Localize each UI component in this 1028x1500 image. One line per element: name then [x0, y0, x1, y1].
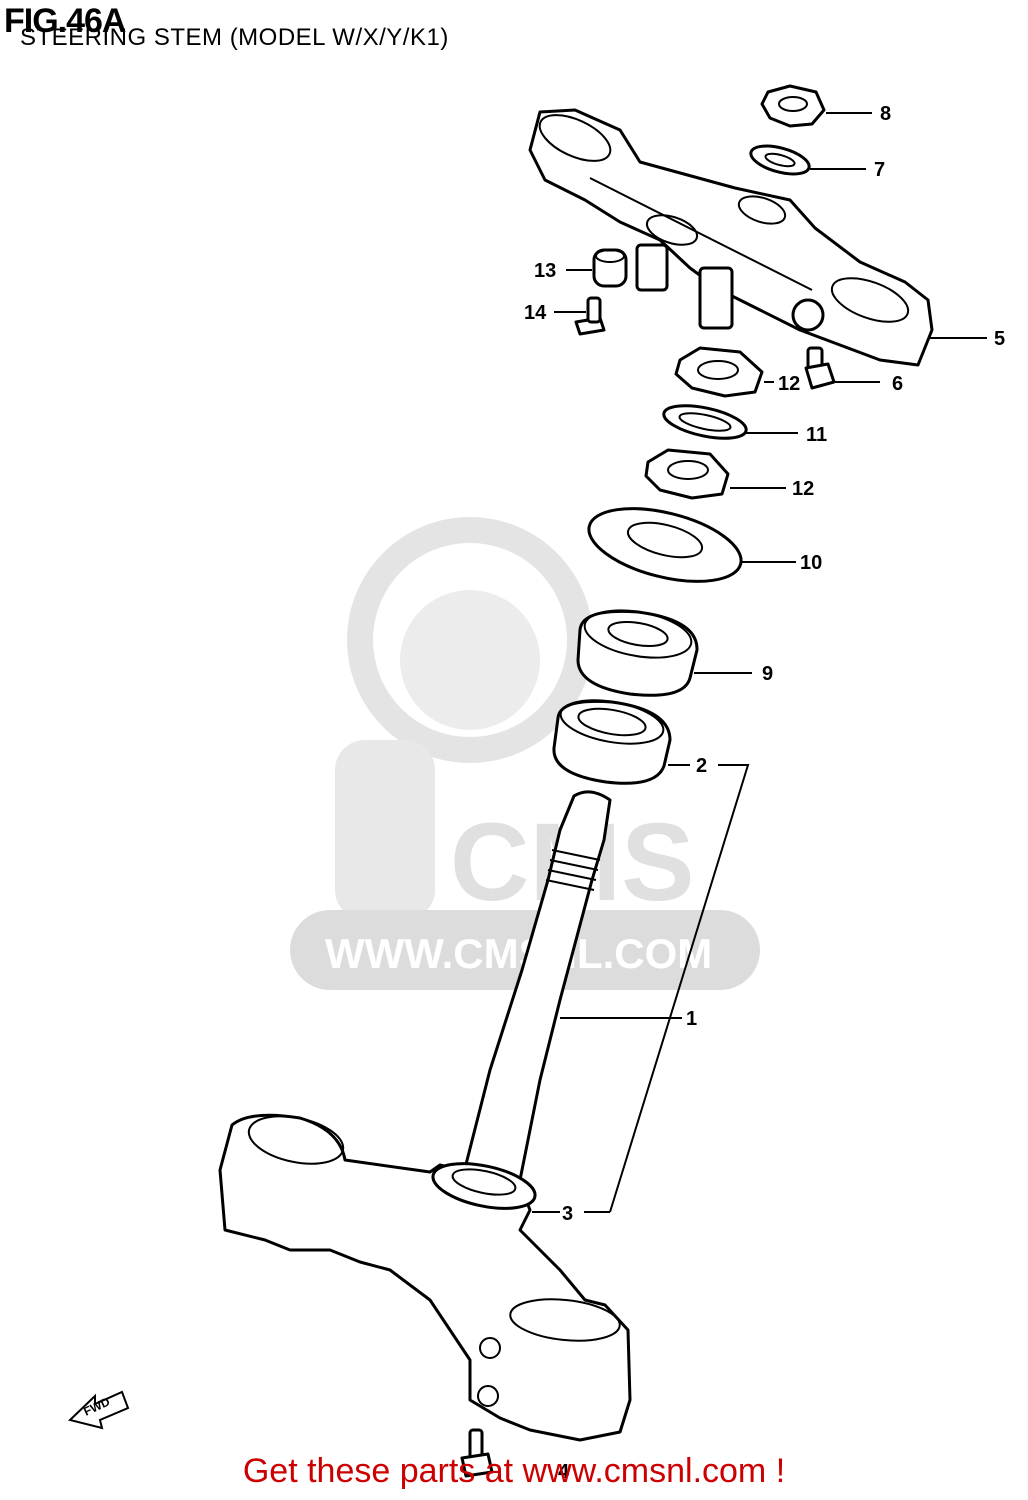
part-2-race	[552, 699, 750, 1213]
part-12-lower-nut	[644, 448, 786, 500]
part-7-washer	[749, 144, 866, 176]
part-14-screw	[554, 296, 606, 336]
callout-9: 9	[762, 663, 773, 685]
part-8-nut	[760, 84, 872, 128]
callout-12a: 12	[778, 373, 800, 395]
part-6-bolt	[804, 346, 880, 390]
footer-link[interactable]: Get these parts at www.cmsnl.com !	[0, 1452, 1028, 1491]
part-10-dust-seal	[587, 507, 796, 583]
callout-8: 8	[880, 103, 891, 125]
part-5-upper-bracket	[528, 108, 987, 367]
callout-12b: 12	[792, 478, 814, 500]
cms-watermark: CMS WWW.CMSNL.COM	[290, 517, 760, 990]
part-12-upper-nut	[674, 346, 774, 398]
part-9-bearing	[576, 609, 752, 697]
fwd-arrow-icon: FWD	[68, 1390, 130, 1430]
callout-14: 14	[524, 302, 547, 324]
callout-1: 1	[686, 1008, 697, 1030]
callout-13: 13	[534, 260, 556, 282]
figure-subtitle: STEERING STEM (MODEL W/X/Y/K1)	[20, 24, 449, 51]
callout-11: 11	[806, 424, 827, 446]
callout-10: 10	[800, 552, 822, 574]
part-3-lower-bracket	[218, 1113, 632, 1442]
callout-5: 5	[994, 328, 1005, 350]
part-13-damper	[566, 248, 628, 288]
watermark-url-text: WWW.CMSNL.COM	[325, 930, 712, 977]
callout-3: 3	[562, 1203, 573, 1225]
callout-2: 2	[696, 755, 707, 777]
part-4-bolt	[460, 1428, 494, 1478]
footer-text[interactable]: Get these parts at www.cmsnl.com !	[242, 1452, 786, 1490]
figure-title: FIG.46A	[4, 2, 126, 40]
callout-7: 7	[874, 159, 885, 181]
part-1-steering-stem	[460, 790, 682, 1182]
callout-6: 6	[892, 373, 903, 395]
part-11-washer	[662, 404, 798, 440]
callout-4: 4	[558, 1461, 570, 1483]
